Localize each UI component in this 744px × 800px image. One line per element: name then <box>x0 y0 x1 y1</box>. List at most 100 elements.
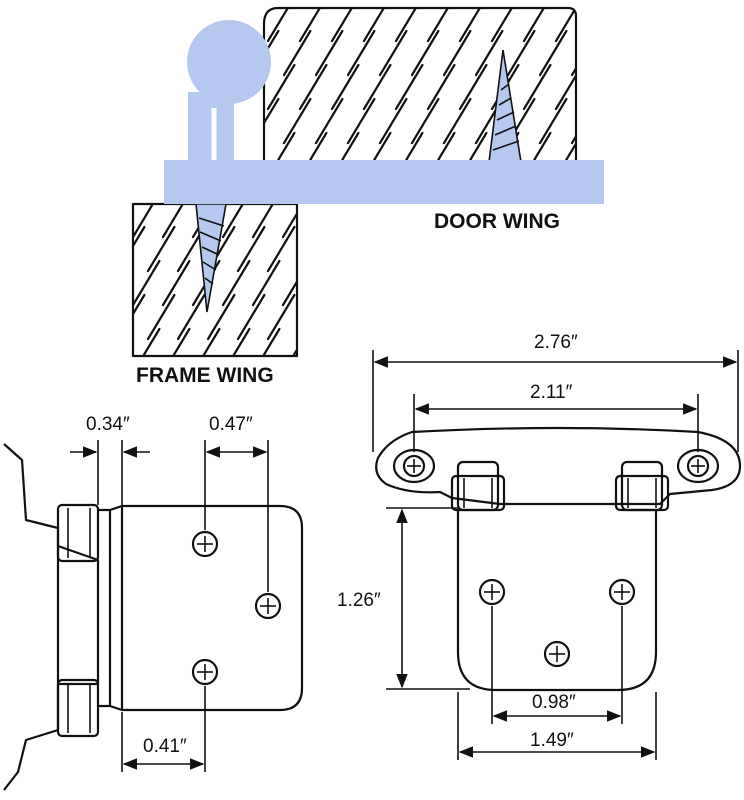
wood-grain-stroke <box>296 270 297 272</box>
wood-grain-stroke <box>588 0 614 41</box>
door-wing-label: DOOR WING <box>434 210 560 233</box>
wood-grain-stroke <box>426 8 456 43</box>
wood-grain-stroke <box>88 295 114 339</box>
wood-grain-stroke <box>538 97 568 145</box>
wood-grain-stroke <box>236 293 266 341</box>
frame-screw <box>195 203 227 313</box>
wood-grain-stroke <box>141 327 161 356</box>
wood-grain-stroke <box>522 63 552 111</box>
dimension-leaf-height: 1.26″ <box>337 507 470 690</box>
wood-grain-stroke <box>298 63 328 111</box>
front-knuckle-left <box>450 460 506 512</box>
wood-grain-stroke <box>362 131 392 162</box>
wood-grain-stroke <box>394 8 424 43</box>
wood-grain-stroke <box>604 99 630 143</box>
wood-grain-stroke <box>73 261 99 305</box>
wood-grain-stroke <box>201 327 221 356</box>
wood-grain-stroke <box>554 63 576 111</box>
wood-grain-stroke <box>314 97 344 145</box>
wood-grain-stroke <box>442 97 472 145</box>
wood-grain-stroke <box>458 63 488 111</box>
wood-grain-stroke <box>522 8 552 43</box>
dimension-hole-to-edge: 0.47″ <box>204 414 269 592</box>
svg-text:1.26″: 1.26″ <box>337 590 381 611</box>
wood-grain-stroke <box>410 29 440 77</box>
wood-grain-stroke <box>330 63 360 111</box>
wood-grain-stroke <box>221 204 245 239</box>
wood-grain-stroke <box>298 131 328 162</box>
wood-grain-stroke <box>506 29 536 77</box>
wood-grain-stroke <box>146 293 176 341</box>
wood-grain-stroke <box>394 131 424 162</box>
wood-grain-stroke <box>171 327 191 356</box>
wood-grain-stroke <box>313 329 339 373</box>
dimension-leaf-width: 1.49″ <box>457 692 657 760</box>
wood-grain-stroke <box>88 227 114 271</box>
wood-grain-stroke <box>394 63 424 111</box>
screw-hole <box>608 578 636 606</box>
screw-hole <box>478 578 506 606</box>
dimension-hole-spacing-top: 2.11″ <box>413 382 699 452</box>
front-knuckle-right <box>614 460 670 512</box>
wood-grain-stroke <box>261 327 281 356</box>
wood-grain-stroke <box>176 293 206 341</box>
wood-grain-stroke <box>538 29 568 77</box>
door-leaf-front <box>456 510 658 692</box>
svg-text:0.98″: 0.98″ <box>532 692 576 713</box>
wood-grain-stroke <box>554 131 576 162</box>
wood-grain-stroke <box>73 193 99 237</box>
wood-grain-stroke <box>282 97 312 145</box>
wood-grain-stroke <box>314 29 344 77</box>
wood-grain-stroke <box>362 8 392 43</box>
wood-grain-stroke <box>330 8 360 43</box>
dimension-offset-knuckle: 0.34″ <box>70 414 150 506</box>
screw-hole <box>191 530 219 558</box>
dimension-knuckle-to-hole: 0.41″ <box>121 686 206 772</box>
svg-text:0.41″: 0.41″ <box>143 736 187 757</box>
svg-text:0.34″: 0.34″ <box>86 414 130 435</box>
wood-grain-stroke <box>266 63 296 111</box>
frame-wing-label: FRAME WING <box>136 364 274 387</box>
wood-grain-stroke <box>458 8 488 43</box>
screw-hole <box>191 658 219 686</box>
side-view: 0.34″ 0.47″ 0.41″ <box>3 414 304 791</box>
wood-grain-stroke <box>378 29 408 77</box>
wood-grain-stroke <box>410 97 440 145</box>
wood-grain-stroke <box>588 65 614 109</box>
svg-text:1.49″: 1.49″ <box>530 730 574 751</box>
frame-wing-plate <box>375 426 742 506</box>
wood-grain-stroke <box>231 327 251 356</box>
wood-grain-stroke <box>490 8 520 43</box>
wood-grain-stroke <box>378 97 408 145</box>
wood-grain-stroke <box>298 363 324 407</box>
svg-text:0.47″: 0.47″ <box>209 414 253 435</box>
wood-grain-stroke <box>266 8 296 43</box>
wood-grain-stroke <box>103 193 129 237</box>
wood-grain-stroke <box>362 63 392 111</box>
upper-knuckle <box>56 503 100 563</box>
wood-grain-stroke <box>346 29 376 77</box>
wood-grain-stroke <box>236 225 266 273</box>
wood-grain-stroke <box>161 259 191 307</box>
wood-grain-stroke <box>206 293 236 341</box>
hinge-knuckle <box>187 20 271 104</box>
screw-hole <box>543 640 571 668</box>
wood-grain-stroke <box>442 29 472 77</box>
wood-grain-stroke <box>328 295 354 339</box>
wood-grain-stroke <box>266 293 296 341</box>
frame-plate-profile <box>3 443 100 791</box>
wood-grain-stroke <box>474 29 504 77</box>
wood-grain-stroke <box>458 131 488 162</box>
dimension-hole-spacing-bottom: 0.98″ <box>491 606 623 724</box>
wood-grain-stroke <box>264 97 280 145</box>
wood-grain-stroke <box>604 31 630 75</box>
hinge-profile <box>164 20 604 313</box>
wood-grain-stroke <box>282 29 312 77</box>
wood-grain-stroke <box>251 204 275 239</box>
door-leaf-side <box>98 504 304 712</box>
wood-grain-stroke <box>313 261 339 305</box>
wood-grain-stroke <box>103 261 129 305</box>
screw-hole <box>254 592 282 620</box>
wood-grain-stroke <box>426 63 456 111</box>
